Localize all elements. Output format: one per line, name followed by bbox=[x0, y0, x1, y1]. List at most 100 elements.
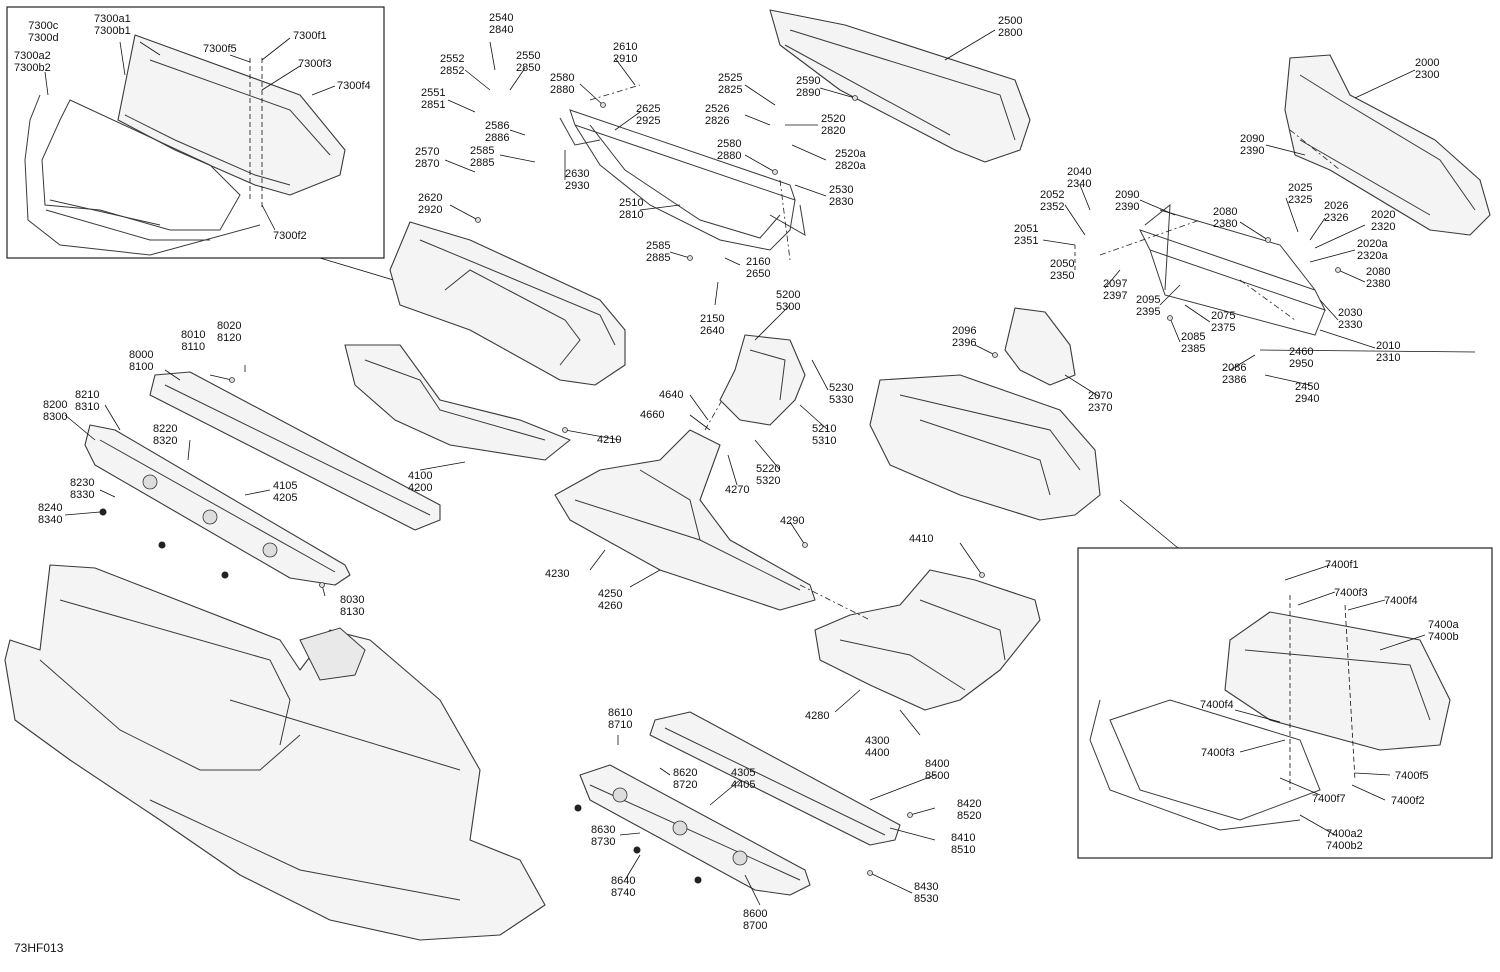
centre-floor-4250 bbox=[554, 394, 816, 611]
callout-4270: 4270 bbox=[725, 484, 750, 496]
callout-7400f4-a: 7400f4 bbox=[1384, 595, 1418, 607]
callout-7400f5: 7400f5 bbox=[1395, 770, 1429, 782]
bracket-5200 bbox=[719, 334, 806, 426]
callout-7300f2: 7300f2 bbox=[273, 230, 307, 242]
callout-7300f1: 7300f1 bbox=[293, 30, 327, 42]
inset-box-right bbox=[1077, 547, 1493, 859]
callout-4290: 4290 bbox=[780, 515, 805, 527]
callout-7400f7: 7400f7 bbox=[1312, 793, 1346, 805]
callout-7400f3-a: 7400f3 bbox=[1334, 587, 1368, 599]
door-panel-2000 bbox=[1284, 54, 1491, 236]
callout-4230: 4230 bbox=[545, 568, 570, 580]
inset-right-door bbox=[1089, 595, 1451, 831]
inset-left-door bbox=[24, 34, 346, 256]
callout-7300f5: 7300f5 bbox=[203, 43, 237, 55]
door-frame-2510 bbox=[559, 109, 806, 251]
rear-floor-4300 bbox=[814, 569, 1041, 711]
rail-8600 bbox=[579, 764, 811, 896]
callout-7400f1: 7400f1 bbox=[1325, 559, 1359, 571]
bracket-2070 bbox=[1004, 307, 1076, 386]
callout-7400f2: 7400f2 bbox=[1391, 795, 1425, 807]
door-panel-mid bbox=[389, 221, 626, 386]
sill-8000 bbox=[149, 371, 441, 531]
leader-lines bbox=[44, 29, 1476, 906]
door-frame-2010 bbox=[1139, 203, 1326, 336]
figure-code: 73HF013 bbox=[14, 941, 64, 955]
door-panel-2070 bbox=[869, 374, 1101, 521]
callout-4660: 4660 bbox=[640, 409, 665, 421]
callout-4280: 4280 bbox=[805, 710, 830, 722]
door-panel-2500 bbox=[769, 9, 1031, 163]
callout-4410: 4410 bbox=[909, 533, 934, 545]
callout-7300f3: 7300f3 bbox=[298, 58, 332, 70]
